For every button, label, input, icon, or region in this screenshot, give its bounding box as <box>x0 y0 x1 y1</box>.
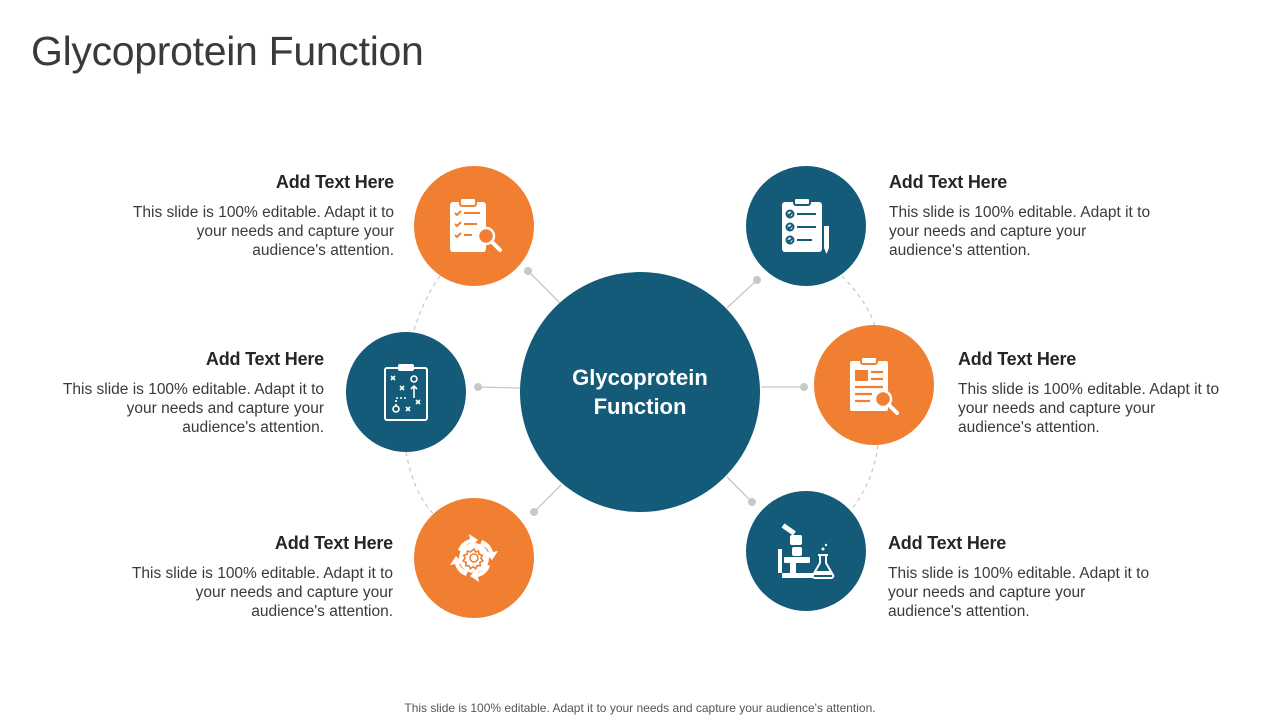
connector-4 <box>726 279 758 309</box>
connector-dot-2 <box>474 383 482 391</box>
connector-6 <box>726 476 753 503</box>
text-block-4: Add Text Here This slide is 100% editabl… <box>889 172 1159 260</box>
block-body: This slide is 100% editable. Adapt it to… <box>131 565 393 620</box>
block-heading: Add Text Here <box>888 533 1007 553</box>
center-label: Glycoprotein Function <box>520 272 760 512</box>
connector-3 <box>533 484 562 513</box>
document-search-icon <box>844 355 904 415</box>
text-block-2: Add Text Here This slide is 100% editabl… <box>54 349 324 437</box>
text-block-5: Add Text Here This slide is 100% editabl… <box>958 349 1228 437</box>
block-body: This slide is 100% editable. Adapt it to… <box>62 381 324 436</box>
block-body: This slide is 100% editable. Adapt it to… <box>958 381 1220 436</box>
node-circle-6 <box>746 491 866 611</box>
block-body: This slide is 100% editable. Adapt it to… <box>132 204 394 259</box>
connector-dot-4 <box>753 276 761 284</box>
dashed-arc-right-lower <box>841 444 879 521</box>
dashed-arc-left-lower <box>405 451 441 521</box>
block-heading: Add Text Here <box>275 172 394 192</box>
block-body: This slide is 100% editable. Adapt it to… <box>888 565 1150 620</box>
connector-dot-1 <box>524 267 532 275</box>
footer-note: This slide is 100% editable. Adapt it to… <box>404 701 876 715</box>
text-block-3: Add Text Here This slide is 100% editabl… <box>123 533 393 621</box>
node-circle-2 <box>346 332 466 452</box>
block-heading: Add Text Here <box>274 533 393 553</box>
block-heading: Add Text Here <box>958 349 1077 369</box>
connector-2 <box>477 386 521 389</box>
text-block-6: Add Text Here This slide is 100% editabl… <box>888 533 1158 621</box>
connector-dot-5 <box>800 383 808 391</box>
block-heading: Add Text Here <box>205 349 324 369</box>
center-hub <box>520 272 760 512</box>
connector-dot-3 <box>530 508 538 516</box>
center-label-text: Glycoprotein Function <box>572 365 708 419</box>
slide-title: Glycoprotein Function <box>31 28 424 74</box>
microscope-icon <box>776 521 836 581</box>
checklist-icon <box>776 196 836 256</box>
text-block-1: Add Text Here This slide is 100% editabl… <box>124 172 394 260</box>
connector-dot-6 <box>748 498 756 506</box>
gear-cycle-icon <box>444 528 504 588</box>
dashed-arc-right <box>841 275 877 331</box>
block-body: This slide is 100% editable. Adapt it to… <box>889 204 1151 259</box>
strategy-board-icon <box>376 362 436 422</box>
connector-1 <box>527 270 563 306</box>
clipboard-search-icon <box>444 196 504 256</box>
block-heading: Add Text Here <box>889 172 1008 192</box>
